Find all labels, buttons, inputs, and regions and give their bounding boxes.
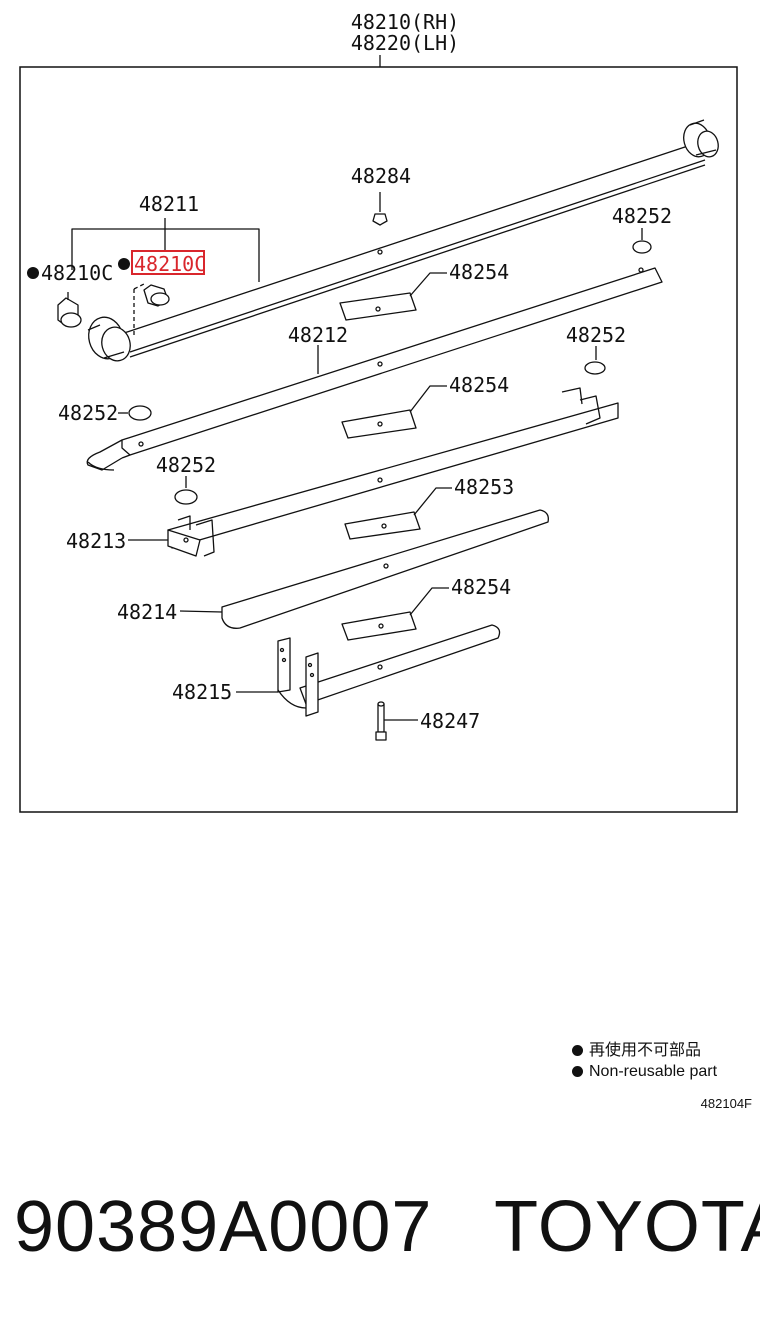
pad-48252-c — [128, 405, 152, 421]
leaf-48213 — [167, 387, 619, 557]
bushing-right — [133, 283, 170, 338]
part-label-48211: 48211 — [139, 192, 199, 216]
legend-text-en: Non-reusable part — [589, 1063, 718, 1080]
part-label-48252: 48252 — [566, 323, 626, 347]
diagram-frame — [19, 66, 738, 813]
filled-circle-icon — [572, 1045, 583, 1056]
insert-48254-b — [341, 409, 417, 439]
part-number: 90389A0007 — [14, 1187, 433, 1267]
filled-circle-icon — [572, 1066, 583, 1077]
nut-48284 — [372, 192, 388, 226]
part-label-48253: 48253 — [454, 475, 514, 499]
parts-diagram: 48210(RH) 48220(LH) — [19, 10, 738, 813]
legend-text-jp: 再使用不可部品 — [589, 1042, 702, 1059]
leaf-48214 — [221, 509, 549, 629]
leaf-48212 — [86, 267, 663, 471]
brand-name: TOYOTA — [494, 1187, 760, 1267]
pad-48252-d — [174, 489, 198, 505]
main-leaf — [87, 119, 719, 362]
pad-48252-b — [584, 361, 606, 375]
center-bolt-48247 — [375, 701, 418, 741]
leaf-48215 — [277, 624, 501, 717]
part-label-48214: 48214 — [117, 600, 177, 624]
part-label-48213: 48213 — [66, 529, 126, 553]
legend-row-jp: 再使用不可部品 — [572, 1040, 717, 1061]
part-label-48220-lh: 48220(LH) — [351, 31, 459, 55]
part-label-48247: 48247 — [420, 709, 480, 733]
part-label-48252: 48252 — [156, 453, 216, 477]
part-label-48254: 48254 — [449, 260, 509, 284]
pad-48252-a — [632, 240, 652, 254]
non-reusable-icon — [118, 258, 130, 270]
part-label-48254: 48254 — [451, 575, 511, 599]
part-label-48210-rh: 48210(RH) — [351, 10, 459, 34]
legend-row-en: Non-reusable part — [572, 1061, 717, 1082]
legend: 再使用不可部品 Non-reusable part — [572, 1040, 717, 1082]
non-reusable-icon — [27, 267, 39, 279]
part-label-48284: 48284 — [351, 164, 411, 188]
part-label-48254: 48254 — [449, 373, 509, 397]
part-label-48210c-highlighted[interactable]: 48210C — [134, 252, 206, 276]
bushing-left — [57, 292, 82, 328]
highlight-box — [131, 250, 205, 275]
part-label-48215: 48215 — [172, 680, 232, 704]
part-label-48212: 48212 — [288, 323, 348, 347]
part-number-line: 90389A0007 TOYOTA — [14, 1186, 760, 1268]
part-label-48252: 48252 — [58, 401, 118, 425]
bracket-48211 — [71, 218, 260, 282]
part-label-48210c: 48210C — [41, 261, 113, 285]
figure-code: 482104F — [700, 1096, 752, 1111]
part-label-48252: 48252 — [612, 204, 672, 228]
